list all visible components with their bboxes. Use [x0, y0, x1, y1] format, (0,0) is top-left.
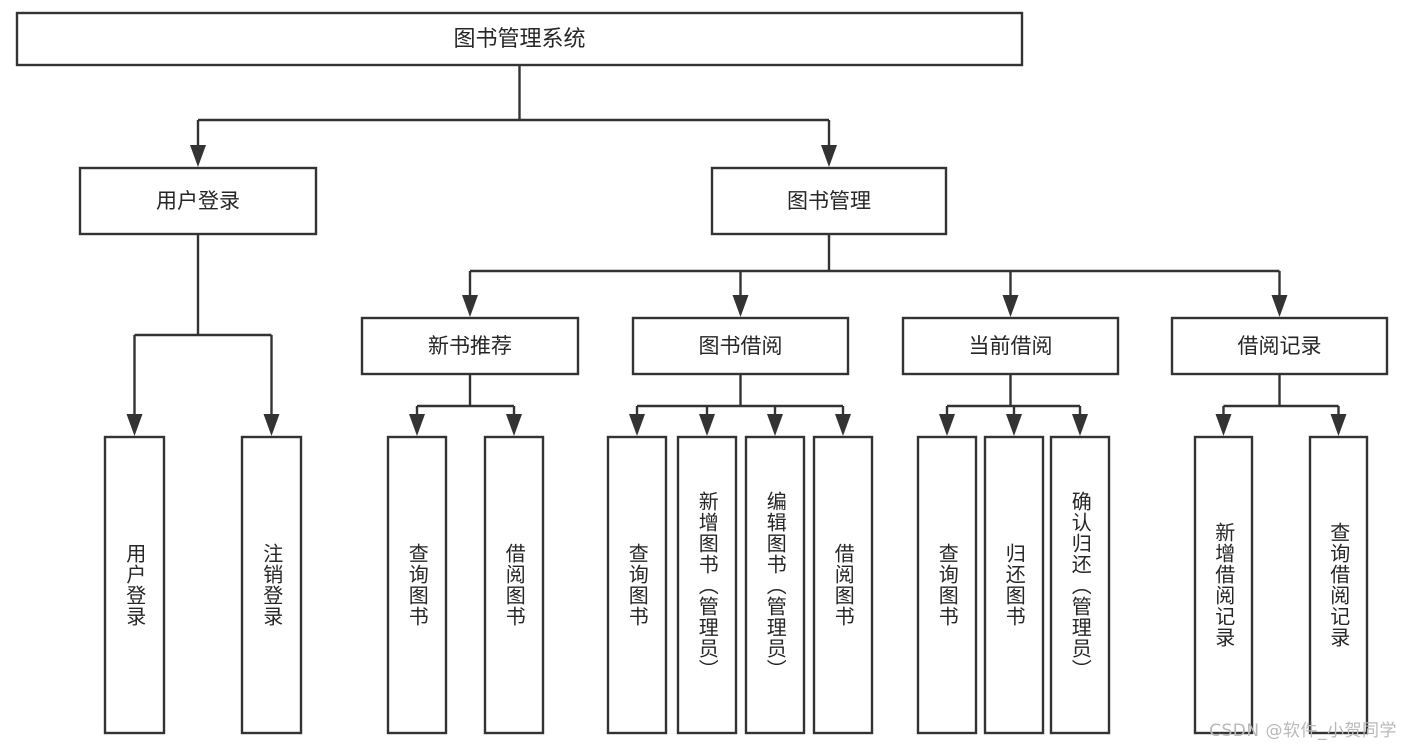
arrow-head-icon — [732, 295, 749, 317]
node-box-leaf-confirm-return-admin[interactable] — [1049, 435, 1111, 735]
node-label-new-book-rec: 新书推荐 — [428, 334, 512, 358]
node-label-book-manage: 图书管理 — [787, 189, 871, 213]
watermark-text: CSDN @软件_小贺同学 — [1209, 721, 1397, 741]
arrow-head-icon — [1006, 414, 1022, 436]
node-label-root: 图书管理系统 — [453, 27, 585, 52]
node-box-leaf-query-borrow-record[interactable] — [1308, 435, 1369, 735]
arrow-head-icon — [190, 145, 206, 167]
arrow-head-icon — [263, 414, 280, 436]
node-box-leaf-return-book[interactable] — [983, 435, 1045, 735]
node-box-book-borrow[interactable] — [631, 316, 850, 376]
arrow-head-icon — [1072, 414, 1088, 436]
node-box-root[interactable] — [15, 11, 1024, 67]
arrow-head-icon — [126, 414, 143, 436]
node-box-leaf-query-book-borrow[interactable] — [606, 435, 668, 735]
arrow-head-icon — [629, 414, 645, 436]
arrow-head-icon — [767, 414, 783, 436]
box-layer — [15, 11, 1389, 735]
node-box-leaf-borrow-book-rec[interactable] — [483, 435, 545, 735]
connector-layer — [126, 65, 1347, 436]
node-box-leaf-query-book-rec[interactable] — [386, 435, 448, 735]
arrow-head-icon — [1330, 414, 1347, 436]
arrow-head-icon — [1002, 295, 1019, 317]
arrow-head-icon — [1271, 295, 1288, 317]
node-box-new-book-rec[interactable] — [360, 316, 580, 376]
node-box-leaf-edit-book-admin[interactable] — [744, 435, 806, 735]
arrow-head-icon — [462, 295, 478, 317]
node-box-leaf-borrow-book[interactable] — [812, 435, 874, 735]
node-label-borrow-record: 借阅记录 — [1238, 334, 1322, 358]
node-box-leaf-add-borrow-record[interactable] — [1193, 435, 1254, 735]
node-box-user-login[interactable] — [78, 166, 318, 236]
arrow-head-icon — [699, 414, 715, 436]
arrow-head-icon — [409, 414, 425, 436]
arrow-head-icon — [821, 145, 837, 167]
node-box-leaf-query-book-current[interactable] — [916, 435, 978, 735]
node-box-leaf-user-logout[interactable] — [240, 435, 303, 735]
arrow-head-icon — [939, 414, 955, 436]
node-label-book-borrow: 图书借阅 — [699, 334, 783, 358]
node-label-user-login: 用户登录 — [156, 189, 240, 213]
node-box-leaf-add-book-admin[interactable] — [676, 435, 738, 735]
node-box-leaf-user-login[interactable] — [103, 435, 166, 735]
node-box-borrow-record[interactable] — [1170, 316, 1389, 376]
node-box-book-manage[interactable] — [710, 166, 948, 236]
arrow-head-icon — [835, 414, 851, 436]
arrow-head-icon — [506, 414, 522, 436]
node-label-current-borrow: 当前借阅 — [969, 334, 1053, 358]
arrow-head-icon — [1215, 414, 1232, 436]
node-box-current-borrow[interactable] — [901, 316, 1120, 376]
